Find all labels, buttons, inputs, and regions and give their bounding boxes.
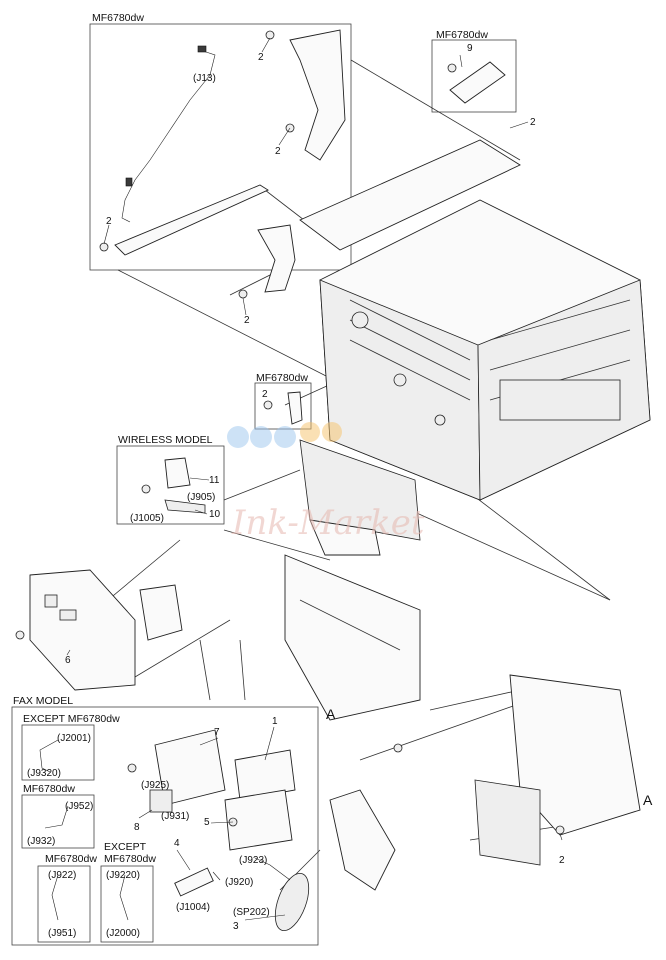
fax-parts [127,729,396,931]
part-number-10: 10 [209,509,221,520]
main-frame-assembly [299,139,651,501]
group-label-except-mf6780dw: EXCEPT MF6780dw [23,713,120,725]
part-number-11: 11 [209,475,220,486]
connector-label-j2000: (J2000) [106,928,140,939]
controller-board-6 [15,569,136,691]
part-number-2-right: 2 [530,117,536,128]
cable-and-rail-parts [99,29,346,256]
watermark-text: Ink-Market [232,503,425,543]
leader-lines [66,37,563,921]
connector-label-j1005: (J1005) [130,513,164,524]
wireless-module [141,457,206,514]
part-number-5: 5 [204,817,210,828]
fax-cable-set [39,739,129,921]
connector-label-j931: (J931) [161,811,190,822]
part-number-9: 9 [467,43,473,54]
group-label-mf6780dw-small: MF6780dw [23,783,75,795]
box-mf6780dw-bottom [37,865,91,943]
part-number-3: 3 [233,921,239,932]
connector-label-j2001: (J2001) [57,733,91,744]
right-side-panel [474,674,641,866]
box-wireless-model [116,445,225,525]
part-number-7: 7 [214,727,220,738]
group-label-fax-model: FAX MODEL [13,695,74,707]
part-number-8: 8 [134,822,140,833]
connector-label-j920: (J920) [225,877,254,888]
watermark-dots [227,422,342,448]
board-cover [139,584,183,641]
part-number-1: 1 [272,716,278,727]
bracket-part [238,224,296,299]
box-fax-model [11,706,319,946]
reference-letter-a-right: A [643,792,653,808]
group-label-except-line1: EXCEPT [104,841,147,853]
part-number-2-bottom: 2 [559,855,565,866]
lower-frame [284,439,421,753]
box-except-mf6780dw-bottom [100,865,154,943]
connector-label-j925: (J925) [141,780,170,791]
mid-bracket [263,391,303,425]
connector-label-j923: (J923) [239,855,268,866]
group-label-except-line2: MF6780dw [104,853,156,865]
connector-label-j905: (J905) [187,492,216,503]
connector-label-sp202: (SP202) [233,907,270,918]
group-label-mf6780dw-top-right: MF6780dw [436,29,488,41]
group-label-mf6780dw-top-left: MF6780dw [92,12,144,24]
reference-letter-a-left: A [326,706,336,722]
connector-label-j1004: (J1004) [176,902,210,913]
box-mf6780dw-small [21,794,95,849]
connector-label-j9320: (J9320) [27,768,61,779]
connector-label-j13: (J13) [193,73,216,84]
box-except-mf6780dw [21,724,95,781]
part-number-4: 4 [174,838,180,849]
connector-label-j932: (J932) [27,836,56,847]
box-mf6780dw-cable-group [89,23,352,271]
connector-label-j9220: (J9220) [106,870,140,881]
group-label-mf6780dw-mid: MF6780dw [256,372,308,384]
connector-label-j951: (J951) [48,928,77,939]
part-number-2-top: 2 [258,52,264,63]
connector-label-j952: (J952) [65,801,94,812]
board-9 [447,61,506,104]
part-number-2-rail: 2 [275,146,281,157]
connector-label-j922: (J922) [48,870,77,881]
group-label-wireless-model: WIRELESS MODEL [118,434,213,446]
part-number-6: 6 [65,655,71,666]
group-label-mf6780dw-bottom: MF6780dw [45,853,97,865]
part-number-2-bracket: 2 [244,315,250,326]
part-number-2-left: 2 [106,216,112,227]
part-number-2-mid: 2 [262,389,268,400]
box-mf6780dw-board-9 [431,39,517,113]
